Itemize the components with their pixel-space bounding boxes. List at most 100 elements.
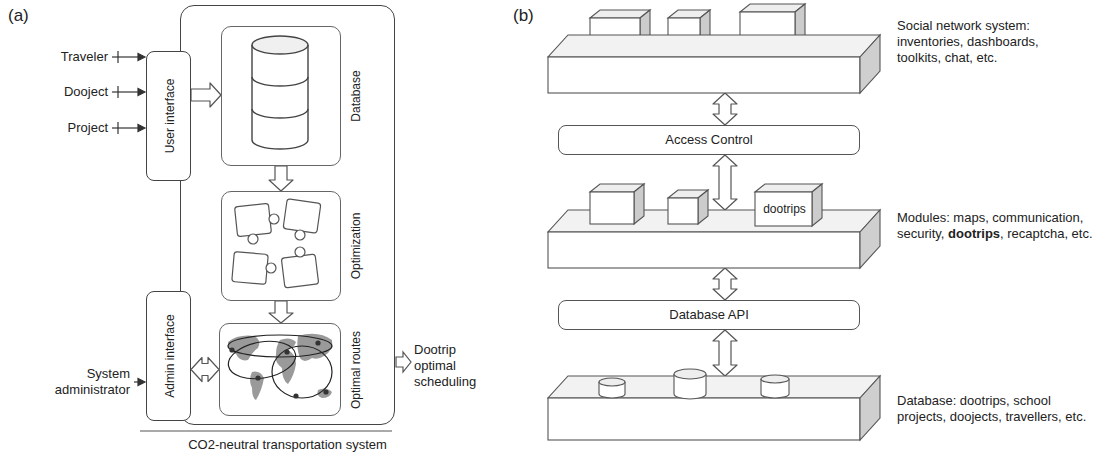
box-label: Optimal routes bbox=[348, 330, 364, 408]
route-stops bbox=[229, 340, 328, 398]
stop bbox=[284, 349, 289, 354]
input-line bbox=[112, 56, 140, 57]
input-line bbox=[112, 91, 140, 92]
puzzle-knob bbox=[248, 234, 258, 244]
world-map bbox=[228, 334, 332, 400]
arrow-head bbox=[138, 89, 145, 96]
route bbox=[228, 335, 332, 357]
panel-letter: (a) bbox=[8, 6, 29, 26]
cube-side bbox=[634, 184, 644, 224]
layer-description: Database: dootrips, school projects, doo… bbox=[897, 393, 1097, 425]
system-caption: CO2-neutral transportation system bbox=[188, 437, 387, 453]
stop bbox=[323, 389, 328, 394]
database-icon bbox=[252, 36, 308, 149]
arrow-head bbox=[138, 54, 145, 61]
layer-slab: Database: dootrips, school projects, doo… bbox=[548, 376, 880, 440]
cylinder-band bbox=[252, 77, 308, 86]
cylinder-top bbox=[674, 369, 706, 379]
cube-side bbox=[812, 184, 822, 226]
puzzle-icon bbox=[232, 199, 321, 288]
cube-front bbox=[755, 192, 812, 226]
module-cube: dootrips bbox=[755, 192, 814, 226]
route bbox=[272, 346, 332, 398]
puzzle-piece bbox=[235, 203, 272, 236]
stop bbox=[315, 340, 320, 345]
slab-outline bbox=[548, 210, 880, 268]
input-arrows bbox=[112, 51, 145, 386]
module-box: Optimal routes bbox=[219, 323, 341, 416]
cube-top bbox=[668, 190, 708, 198]
cube-front bbox=[590, 192, 634, 224]
block-arrow bbox=[269, 166, 293, 191]
slab-top bbox=[548, 376, 880, 398]
puzzle-piece bbox=[281, 254, 318, 288]
slab-front bbox=[548, 398, 860, 440]
box-label: Optimization bbox=[348, 213, 364, 280]
block-arrow bbox=[269, 301, 293, 323]
output-label: Dootrip optimal scheduling bbox=[414, 342, 486, 390]
box-label: Database API bbox=[669, 307, 749, 323]
actor-label: System administrator bbox=[46, 366, 130, 398]
puzzle-piece bbox=[283, 199, 321, 233]
interface-box: User interface bbox=[146, 51, 191, 181]
interface-box: Admin interface bbox=[146, 291, 191, 421]
layer-box: Access Control bbox=[558, 125, 860, 155]
cylinder-body bbox=[252, 45, 308, 149]
box-label: Database bbox=[348, 70, 364, 121]
cube-front bbox=[668, 198, 698, 224]
panel-letter: (b) bbox=[513, 6, 534, 26]
actor-label: Project bbox=[40, 120, 108, 136]
arrow-head bbox=[138, 125, 145, 132]
input-line bbox=[112, 127, 140, 128]
cylinder-top bbox=[252, 36, 308, 54]
slab-outline bbox=[548, 376, 880, 440]
cube-top bbox=[755, 184, 822, 192]
arrow-head bbox=[138, 379, 145, 386]
slab-top bbox=[548, 210, 880, 232]
database-cylinders bbox=[599, 369, 789, 399]
cylinder-band bbox=[252, 109, 308, 118]
slab-front bbox=[548, 57, 860, 93]
slab-front bbox=[548, 232, 860, 268]
cylinder-body bbox=[599, 382, 625, 398]
double-block-arrow bbox=[713, 268, 737, 300]
cylinder-body bbox=[761, 379, 789, 398]
cylinder-top bbox=[599, 378, 625, 386]
double-block-arrow bbox=[713, 155, 737, 210]
output-arrow bbox=[396, 352, 411, 372]
cube-top bbox=[590, 184, 644, 192]
slab-outline bbox=[548, 35, 880, 93]
layer-box: Database API bbox=[558, 300, 860, 330]
double-block-arrow bbox=[191, 358, 219, 382]
module-cubes bbox=[590, 184, 708, 224]
slab-side bbox=[860, 210, 880, 268]
box-label: dootrips bbox=[763, 201, 806, 217]
puzzle-knob bbox=[295, 247, 305, 257]
layer-description: Modules: maps, communication, security, … bbox=[897, 210, 1095, 242]
box-label: User interface bbox=[162, 79, 178, 154]
layer-description: Social network system: inventories, dash… bbox=[897, 18, 1057, 66]
slab-side bbox=[860, 35, 880, 93]
continent bbox=[250, 372, 264, 400]
route-loops bbox=[225, 335, 332, 398]
module-box: Optimization bbox=[221, 191, 341, 301]
stop bbox=[229, 347, 234, 352]
route bbox=[225, 336, 298, 383]
layer-slab: Social network system: inventories, dash… bbox=[548, 35, 880, 93]
puzzle-knob bbox=[269, 214, 279, 224]
block-arrow bbox=[191, 83, 221, 107]
actor-label: Dooject bbox=[40, 84, 108, 100]
box-label: Admin interface bbox=[162, 314, 178, 397]
system-boundary: CO2-neutral transportation systemUser in… bbox=[180, 5, 395, 425]
layer-slab: Modules: maps, communication, security, … bbox=[548, 210, 880, 268]
module-box: Database bbox=[221, 26, 341, 166]
puzzle-knob bbox=[295, 230, 305, 240]
slab-top bbox=[548, 35, 880, 57]
continent bbox=[228, 336, 259, 361]
stop bbox=[255, 375, 260, 380]
cylinder-body bbox=[674, 374, 706, 399]
double-block-arrow bbox=[713, 330, 737, 376]
cylinder-top bbox=[761, 375, 789, 383]
puzzle-piece bbox=[232, 252, 268, 285]
